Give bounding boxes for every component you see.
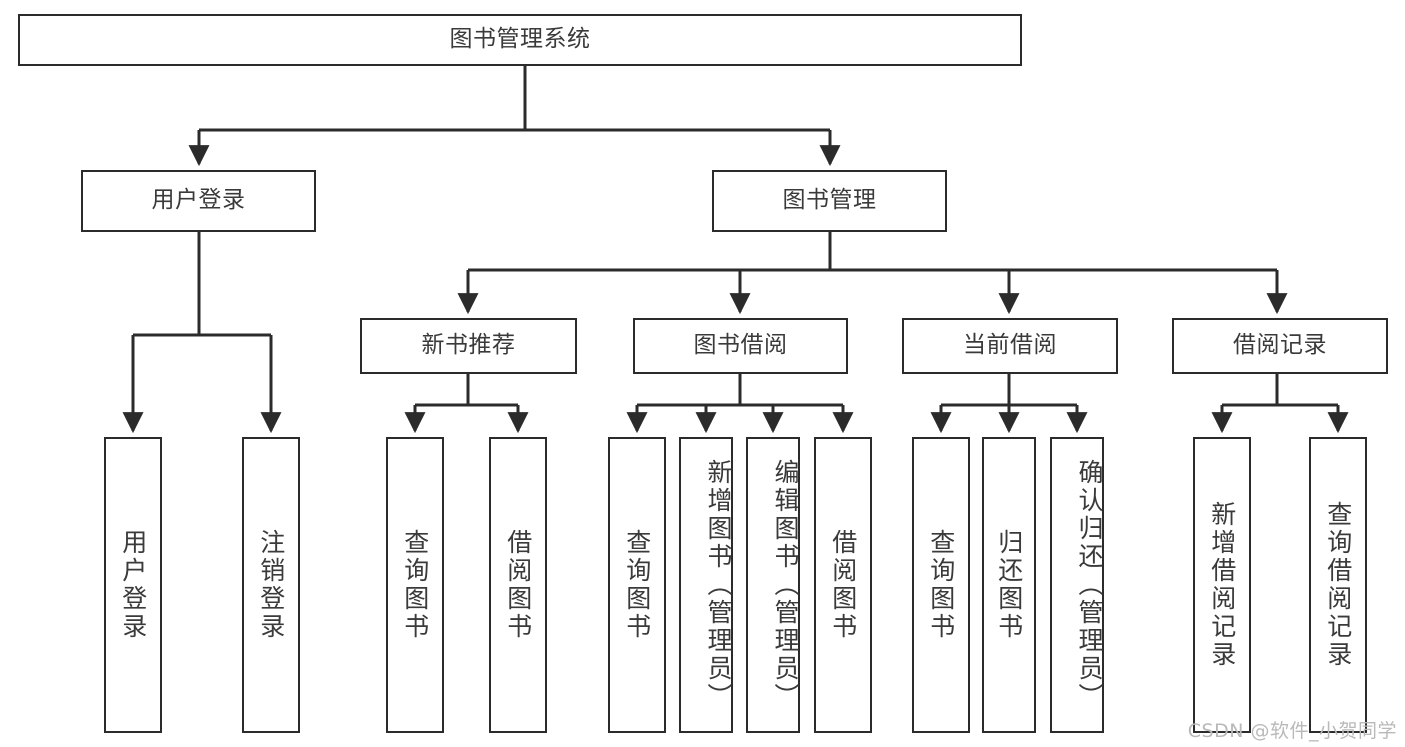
node-new-book-recommend[interactable]: 新书推荐 xyxy=(360,318,577,374)
node-label: 新增图书（管理员） xyxy=(704,459,733,711)
leaf-new-book-query-book[interactable]: 查询图书 xyxy=(386,437,444,733)
node-label: 编辑图书（管理员） xyxy=(771,459,800,711)
node-label: 查询图书 xyxy=(622,529,652,641)
watermark-text: CSDN @软件_小贺同学 xyxy=(1187,720,1397,742)
node-label: 查询图书 xyxy=(926,529,956,641)
leaf-current-borrow-confirm-return-admin[interactable]: 确认归还（管理员） xyxy=(1050,437,1104,733)
leaf-borrow-record-query-record[interactable]: 查询借阅记录 xyxy=(1309,437,1367,733)
node-label: 新书推荐 xyxy=(421,332,516,359)
node-label: 借阅图书 xyxy=(828,529,858,641)
node-book-management[interactable]: 图书管理 xyxy=(712,170,947,232)
node-label: 当前借阅 xyxy=(963,332,1057,359)
node-label: 注销登录 xyxy=(256,529,286,641)
node-user-login[interactable]: 用户登录 xyxy=(81,170,316,232)
leaf-new-book-borrow-book[interactable]: 借阅图书 xyxy=(489,437,547,733)
leaf-book-borrow-borrow-book[interactable]: 借阅图书 xyxy=(814,437,872,733)
node-label: 图书管理系统 xyxy=(449,26,591,53)
node-book-borrow[interactable]: 图书借阅 xyxy=(633,318,848,374)
leaf-book-borrow-add-book-admin[interactable]: 新增图书（管理员） xyxy=(679,437,733,733)
node-label: 新增借阅记录 xyxy=(1207,501,1237,669)
leaf-current-borrow-query-book[interactable]: 查询图书 xyxy=(912,437,970,733)
leaf-book-borrow-query-book[interactable]: 查询图书 xyxy=(608,437,666,733)
leaf-current-borrow-return-book[interactable]: 归还图书 xyxy=(982,437,1036,733)
node-label: 用户登录 xyxy=(118,529,148,641)
node-root-book-management-system[interactable]: 图书管理系统 xyxy=(18,14,1022,66)
node-label: 确认归还（管理员） xyxy=(1075,459,1104,711)
node-label: 图书管理 xyxy=(782,187,877,214)
node-label: 用户登录 xyxy=(151,187,246,214)
leaf-borrow-record-add-record[interactable]: 新增借阅记录 xyxy=(1193,437,1251,733)
node-label: 查询图书 xyxy=(400,529,430,641)
node-label: 借阅记录 xyxy=(1233,332,1327,359)
leaf-book-borrow-edit-book-admin[interactable]: 编辑图书（管理员） xyxy=(746,437,800,733)
leaf-user-login-sign-in[interactable]: 用户登录 xyxy=(104,437,162,733)
node-label: 查询借阅记录 xyxy=(1323,501,1353,669)
node-label: 图书借阅 xyxy=(693,332,788,359)
node-label: 借阅图书 xyxy=(503,529,533,641)
leaf-user-login-sign-out[interactable]: 注销登录 xyxy=(242,437,300,733)
node-label: 归还图书 xyxy=(994,529,1024,641)
node-borrow-record[interactable]: 借阅记录 xyxy=(1172,318,1388,374)
node-current-borrow[interactable]: 当前借阅 xyxy=(902,318,1118,374)
